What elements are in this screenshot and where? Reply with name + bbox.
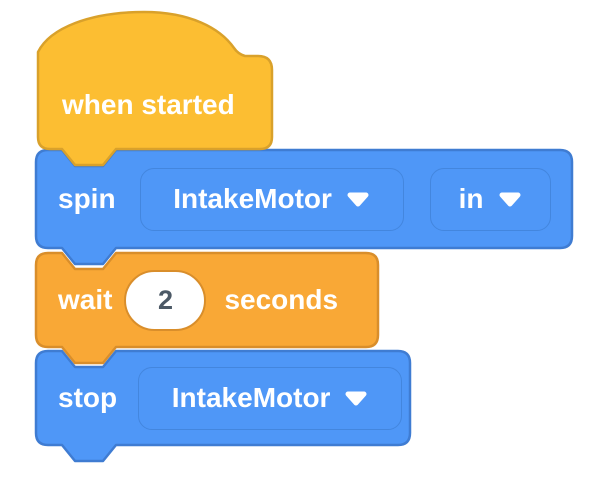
dropdown-arrow-icon	[345, 391, 367, 405]
stop-motor-dropdown-value: IntakeMotor	[171, 382, 331, 413]
wait-unit-label: seconds	[224, 284, 339, 315]
wait-label: wait	[58, 284, 113, 315]
spin-direction-dropdown[interactable]: in	[429, 167, 551, 231]
wait-seconds-input[interactable]: 2	[124, 269, 207, 331]
wait-block[interactable]: wait 2 seconds	[34, 251, 380, 365]
spin-motor-dropdown[interactable]: IntakeMotor	[139, 167, 404, 231]
stack-block-shape	[34, 349, 412, 463]
stop-label: stop	[58, 382, 118, 413]
wait-seconds-value: 2	[157, 284, 173, 315]
spin-block[interactable]: spin IntakeMotor in	[34, 148, 574, 266]
stack-block-shape	[34, 251, 380, 365]
stop-motor-dropdown[interactable]: IntakeMotor	[138, 366, 403, 430]
spin-direction-dropdown-value: in	[458, 183, 484, 214]
spin-motor-dropdown-value: IntakeMotor	[173, 183, 332, 214]
stop-block[interactable]: stop IntakeMotor	[34, 349, 412, 463]
spin-label: spin	[58, 183, 116, 214]
hat-block-shape	[36, 10, 274, 167]
when-started-label: when started	[62, 88, 235, 120]
dropdown-arrow-icon	[347, 192, 369, 206]
dropdown-arrow-icon	[499, 192, 520, 206]
when-started-block[interactable]: when started	[36, 10, 274, 167]
